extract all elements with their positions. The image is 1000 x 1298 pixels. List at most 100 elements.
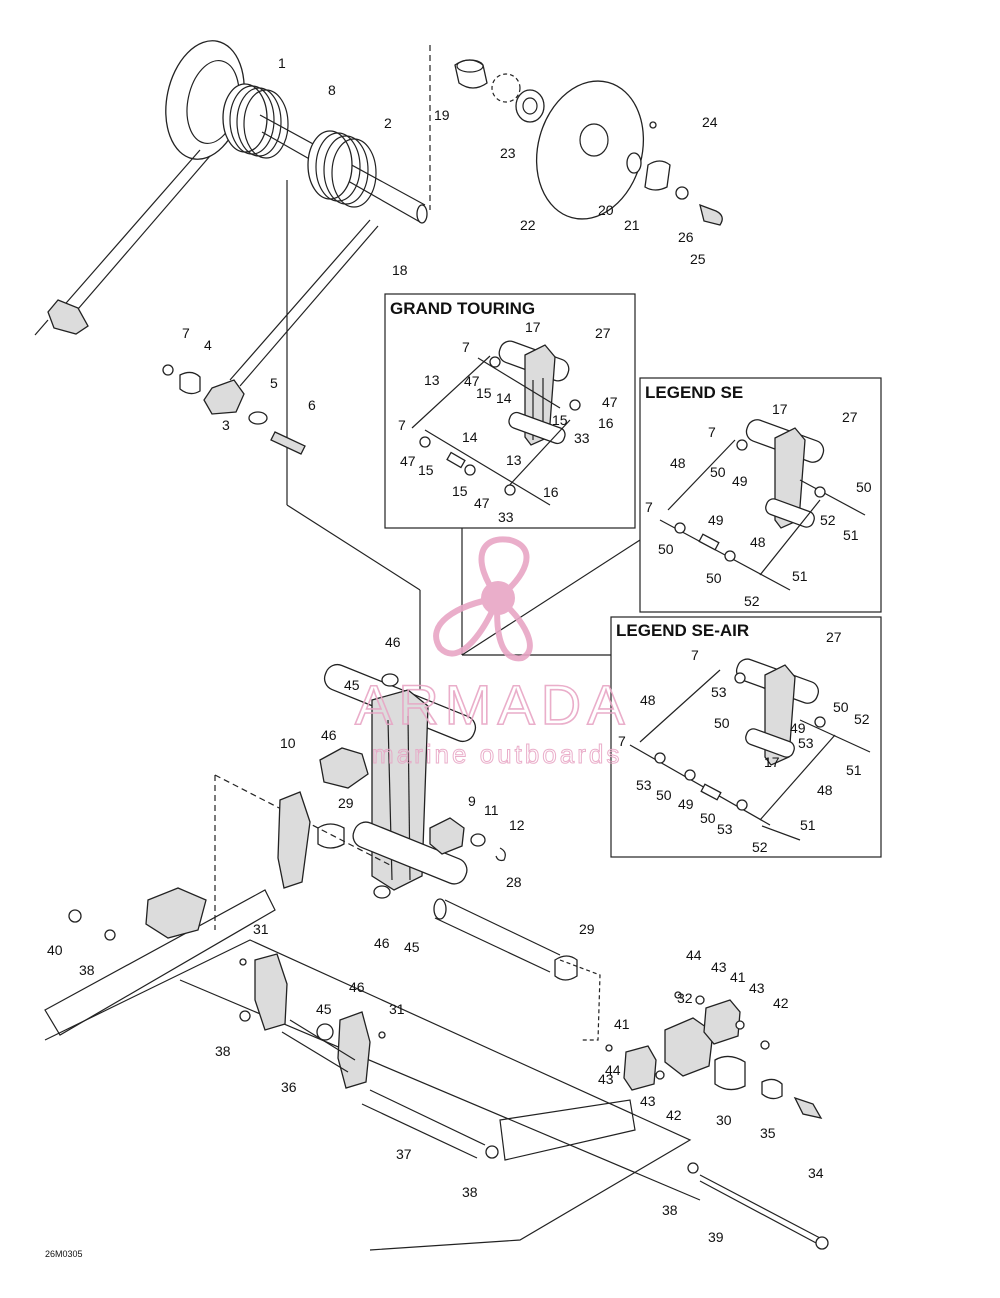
callout-20: 20 bbox=[598, 202, 614, 218]
drawing-code: 26M0305 bbox=[45, 1249, 83, 1259]
callout-6: 6 bbox=[308, 397, 316, 413]
callout-2: 2 bbox=[384, 115, 392, 131]
callout-49: 49 bbox=[708, 512, 724, 528]
link-bracket-group bbox=[162, 364, 306, 455]
callout-44: 44 bbox=[605, 1062, 621, 1078]
callout-48: 48 bbox=[670, 455, 686, 471]
callout-42: 42 bbox=[666, 1107, 682, 1123]
callout-17: 17 bbox=[772, 401, 788, 417]
callout-23: 23 bbox=[500, 145, 516, 161]
callout-50: 50 bbox=[656, 787, 672, 803]
callout-24: 24 bbox=[702, 114, 718, 130]
callout-41: 41 bbox=[614, 1016, 630, 1032]
callout-51: 51 bbox=[800, 817, 816, 833]
callout-26: 26 bbox=[678, 229, 694, 245]
inset-title-grand-touring: GRAND TOURING bbox=[390, 299, 535, 318]
watermark-brand: ARMADA bbox=[355, 673, 631, 736]
callout-41: 41 bbox=[730, 969, 746, 985]
callout-1: 1 bbox=[278, 55, 286, 71]
callout-25: 25 bbox=[690, 251, 706, 267]
callout-36: 36 bbox=[281, 1079, 297, 1095]
callout-31: 31 bbox=[253, 921, 269, 937]
callout-31: 31 bbox=[389, 1001, 405, 1017]
callout-43: 43 bbox=[711, 959, 727, 975]
inset-title-legend-se: LEGEND SE bbox=[645, 383, 743, 402]
callout-52: 52 bbox=[820, 512, 836, 528]
idler-wheel-group bbox=[454, 59, 723, 226]
callout-46: 46 bbox=[349, 979, 365, 995]
callout-46: 46 bbox=[321, 727, 337, 743]
callout-51: 51 bbox=[846, 762, 862, 778]
callout-15: 15 bbox=[552, 412, 568, 428]
watermark: ARMADA marine outboards bbox=[354, 536, 631, 770]
callout-52: 52 bbox=[744, 593, 760, 609]
callout-37: 37 bbox=[396, 1146, 412, 1162]
callout-49: 49 bbox=[678, 796, 694, 812]
callout-47: 47 bbox=[602, 394, 618, 410]
callout-9: 9 bbox=[468, 793, 476, 809]
callout-15: 15 bbox=[452, 483, 468, 499]
callout-27: 27 bbox=[595, 325, 611, 341]
drive-axle-assembly bbox=[34, 40, 431, 690]
callout-21: 21 bbox=[624, 217, 640, 233]
callout-29: 29 bbox=[579, 921, 595, 937]
callout-14: 14 bbox=[462, 429, 478, 445]
callout-52: 52 bbox=[854, 711, 870, 727]
drive-sprocket-2 bbox=[307, 130, 377, 208]
drive-sprocket-1 bbox=[222, 83, 289, 159]
callout-8: 8 bbox=[328, 82, 336, 98]
callout-18: 18 bbox=[392, 262, 408, 278]
callout-45: 45 bbox=[316, 1001, 332, 1017]
callout-38: 38 bbox=[662, 1202, 678, 1218]
callout-50: 50 bbox=[856, 479, 872, 495]
callout-42: 42 bbox=[773, 995, 789, 1011]
callout-45: 45 bbox=[344, 677, 360, 693]
callout-11: 11 bbox=[484, 802, 499, 818]
callout-12: 12 bbox=[509, 817, 525, 833]
callout-52: 52 bbox=[752, 839, 768, 855]
callout-17: 17 bbox=[764, 754, 780, 770]
legend-se-inset bbox=[639, 377, 882, 613]
callout-40: 40 bbox=[47, 942, 63, 958]
callout-50: 50 bbox=[700, 810, 716, 826]
callout-15: 15 bbox=[476, 385, 492, 401]
callout-14: 14 bbox=[496, 390, 512, 406]
callout-7: 7 bbox=[462, 339, 470, 355]
callout-48: 48 bbox=[750, 534, 766, 550]
watermark-tagline: marine outboards bbox=[372, 739, 622, 769]
callout-50: 50 bbox=[714, 715, 730, 731]
callout-48: 48 bbox=[817, 782, 833, 798]
callout-46: 46 bbox=[385, 634, 401, 650]
callout-17: 17 bbox=[525, 319, 541, 335]
callout-50: 50 bbox=[833, 699, 849, 715]
callout-43: 43 bbox=[640, 1093, 656, 1109]
callout-50: 50 bbox=[658, 541, 674, 557]
callout-34: 34 bbox=[808, 1165, 824, 1181]
callout-35: 35 bbox=[760, 1125, 776, 1141]
callout-16: 16 bbox=[543, 484, 559, 500]
callout-3: 3 bbox=[222, 417, 230, 433]
callout-50: 50 bbox=[706, 570, 722, 586]
callout-22: 22 bbox=[520, 217, 536, 233]
callout-49: 49 bbox=[790, 720, 806, 736]
callout-53: 53 bbox=[717, 821, 733, 837]
callout-32: 32 bbox=[677, 990, 693, 1006]
rear-arm-assembly bbox=[317, 663, 578, 981]
callout-33: 33 bbox=[498, 509, 514, 525]
callout-47: 47 bbox=[400, 453, 416, 469]
callout-44: 44 bbox=[686, 947, 702, 963]
callout-50: 50 bbox=[710, 464, 726, 480]
callout-7: 7 bbox=[398, 417, 406, 433]
callout-48: 48 bbox=[640, 692, 656, 708]
slide-rail-frame bbox=[44, 774, 829, 1251]
inset-title-legend-se-air: LEGEND SE-AIR bbox=[616, 621, 749, 640]
legend-se-air-drawing bbox=[629, 658, 871, 841]
callout-53: 53 bbox=[711, 684, 727, 700]
callout-27: 27 bbox=[826, 629, 842, 645]
callout-4: 4 bbox=[204, 337, 212, 353]
callout-47: 47 bbox=[464, 373, 480, 389]
callout-46: 46 bbox=[374, 935, 390, 951]
